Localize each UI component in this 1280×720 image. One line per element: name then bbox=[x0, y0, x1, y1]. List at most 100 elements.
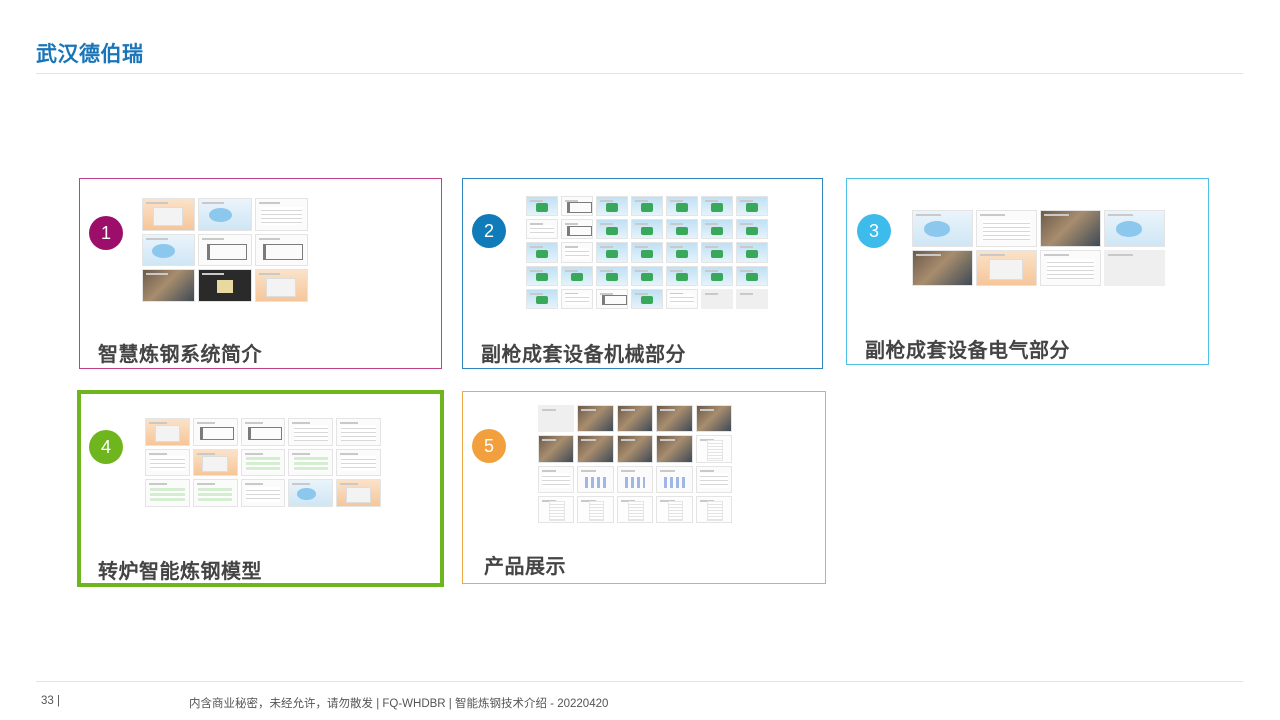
slide-thumbnail bbox=[142, 233, 196, 267]
section-card-5[interactable]: 5 产品展示 bbox=[462, 391, 826, 584]
slide-thumbnail bbox=[577, 405, 614, 433]
slide-thumbnail bbox=[656, 435, 693, 463]
slide-thumbnail bbox=[701, 265, 733, 286]
slide-thumbnail bbox=[695, 465, 732, 493]
slide-thumbnail bbox=[631, 242, 663, 263]
brand-logo-text: 武汉德伯瑞 bbox=[36, 43, 144, 66]
slide-thumbnail bbox=[701, 242, 733, 263]
slide-thumbnail bbox=[254, 198, 308, 231]
slide-thumbnail bbox=[701, 219, 733, 240]
slide-thumbnail bbox=[631, 219, 663, 240]
section-title: 智慧炼钢系统简介 bbox=[98, 344, 262, 366]
slide-thumbnail bbox=[192, 418, 238, 446]
slide-thumbnail bbox=[538, 405, 575, 433]
slide-thumbnail bbox=[1040, 249, 1101, 286]
slide-thumbnail bbox=[596, 288, 628, 309]
slide-thumbnail bbox=[288, 418, 334, 446]
slide-thumbnail bbox=[538, 495, 575, 523]
slide-thumbnail bbox=[616, 405, 654, 433]
slide-thumbnail bbox=[526, 288, 558, 309]
slide-thumbnail bbox=[561, 196, 593, 217]
section-card-2[interactable]: 2 副枪成套设备机械部分 bbox=[462, 178, 823, 369]
section-title: 转炉智能炼钢模型 bbox=[98, 561, 262, 583]
slide-thumbnail bbox=[666, 288, 698, 309]
slide-thumbnail bbox=[142, 269, 196, 302]
footer-notice: 内含商业秘密，未经允许，请勿散发 | FQ-WHDBR | 智能炼钢技术介绍 -… bbox=[189, 698, 609, 710]
slide-thumbnail bbox=[336, 448, 381, 477]
slide-thumbnail bbox=[976, 210, 1037, 247]
slide-thumbnail bbox=[596, 196, 628, 217]
slide-thumbnail bbox=[736, 288, 768, 309]
slide-thumbnail bbox=[192, 448, 238, 477]
slide-thumbnail bbox=[561, 288, 593, 309]
slide-thumbnail bbox=[666, 242, 698, 263]
slide-thumbnail bbox=[145, 418, 190, 446]
slide-thumbnail bbox=[561, 242, 593, 263]
slide-thumbnails bbox=[145, 418, 381, 507]
slide-thumbnail bbox=[526, 265, 558, 286]
slide-thumbnail bbox=[912, 249, 973, 286]
slide-thumbnail bbox=[596, 265, 628, 286]
footer-divider bbox=[36, 681, 1243, 682]
slide-thumbnail bbox=[254, 233, 308, 267]
slide-thumbnail bbox=[695, 495, 732, 523]
slide-thumbnail bbox=[616, 465, 654, 493]
section-card-3[interactable]: 3 副枪成套设备电气部分 bbox=[846, 178, 1209, 365]
slide-thumbnail bbox=[736, 196, 768, 217]
slide-thumbnail bbox=[142, 198, 196, 231]
slide-thumbnail bbox=[288, 448, 334, 477]
slide-thumbnail bbox=[1040, 210, 1101, 247]
slide-thumbnail bbox=[538, 435, 575, 463]
slide-thumbnails bbox=[526, 196, 768, 309]
slide-thumbnail bbox=[336, 479, 381, 507]
section-card-1[interactable]: 1 智慧炼钢系统简介 bbox=[79, 178, 442, 369]
slide-thumbnail bbox=[192, 479, 238, 507]
slide-thumbnail bbox=[656, 405, 693, 433]
header-divider bbox=[36, 73, 1243, 74]
slide-thumbnail bbox=[695, 405, 732, 433]
slide-thumbnails bbox=[142, 198, 308, 302]
slide-thumbnail bbox=[666, 219, 698, 240]
slide-thumbnail bbox=[561, 219, 593, 240]
slide-thumbnail bbox=[701, 196, 733, 217]
slide-thumbnail bbox=[616, 435, 654, 463]
section-number-badge: 2 bbox=[472, 214, 506, 248]
slide-thumbnail bbox=[240, 479, 286, 507]
slide-thumbnail bbox=[666, 265, 698, 286]
page-number: 33 | bbox=[41, 695, 60, 707]
section-number-badge: 1 bbox=[89, 216, 123, 250]
slide-thumbnails bbox=[538, 405, 732, 523]
slide-thumbnail bbox=[736, 265, 768, 286]
slide-thumbnail bbox=[526, 196, 558, 217]
slide-thumbnail bbox=[198, 233, 252, 267]
slide-thumbnail bbox=[526, 242, 558, 263]
slide-thumbnails bbox=[912, 210, 1165, 286]
slide-thumbnail bbox=[631, 196, 663, 217]
slide-thumbnail bbox=[736, 219, 768, 240]
slide-thumbnail bbox=[254, 269, 308, 302]
slide-thumbnail bbox=[701, 288, 733, 309]
slide-thumbnail bbox=[656, 465, 693, 493]
slide-thumbnail bbox=[736, 242, 768, 263]
section-number-badge: 5 bbox=[472, 429, 506, 463]
slide-thumbnail bbox=[631, 288, 663, 309]
section-card-4[interactable]: 4 转炉智能炼钢模型 bbox=[77, 390, 444, 587]
slide-thumbnail bbox=[596, 242, 628, 263]
section-title: 副枪成套设备电气部分 bbox=[865, 340, 1070, 362]
section-number-badge: 3 bbox=[857, 214, 891, 248]
slide-thumbnail bbox=[198, 269, 252, 302]
slide-thumbnail bbox=[616, 495, 654, 523]
slide-thumbnail bbox=[240, 448, 286, 477]
slide-thumbnail bbox=[912, 210, 973, 247]
slide-thumbnail bbox=[596, 219, 628, 240]
section-title: 副枪成套设备机械部分 bbox=[481, 344, 686, 366]
slide-thumbnail bbox=[526, 219, 558, 240]
slide-thumbnail bbox=[198, 198, 252, 231]
slide-thumbnail bbox=[695, 435, 732, 463]
slide-thumbnail bbox=[631, 265, 663, 286]
slide-thumbnail bbox=[288, 479, 334, 507]
slide-thumbnail bbox=[666, 196, 698, 217]
slide-thumbnail bbox=[577, 495, 614, 523]
slide-thumbnail bbox=[976, 249, 1037, 286]
slide-thumbnail bbox=[145, 479, 190, 507]
